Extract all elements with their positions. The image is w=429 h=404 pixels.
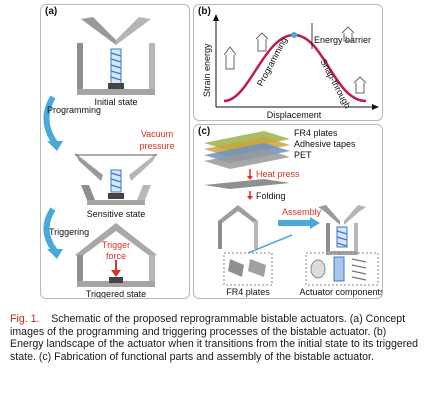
assembly-label: Assembly — [282, 207, 322, 217]
panel-a-illustration: Initial state Programming Vacuum pressur… — [43, 17, 175, 299]
pet-label: PET — [294, 150, 312, 160]
triggering-arrow — [43, 207, 58, 253]
programming-arrow — [43, 95, 58, 145]
x-axis-label: Displacement — [267, 110, 322, 120]
actuator-components-label: Actuator components — [299, 287, 383, 297]
panel-a-label: (a) — [45, 6, 58, 17]
fr4-plates-bottom-label: FR4 plates — [226, 287, 270, 297]
trigger-force-label-2: force — [106, 251, 126, 261]
triggering-label: Triggering — [49, 227, 89, 237]
panel-b-energy-plot: Energy barrier Programming Snap-through … — [202, 14, 379, 120]
energy-peak-marker — [291, 32, 297, 38]
panel-c: (c) FR4 plates Adhesive tapes PET Heat p… — [193, 124, 383, 299]
fr4-plates-top-label: FR4 plates — [294, 128, 338, 138]
figure-caption: Fig. 1. Schematic of the proposed reprog… — [10, 313, 422, 363]
triggered-state-actuator — [75, 223, 157, 287]
folded-frame — [218, 205, 258, 249]
figure-label: Fig. 1. — [10, 313, 40, 325]
trigger-force-label-1: Trigger — [102, 240, 130, 250]
initial-state-label: Initial state — [94, 97, 137, 107]
initial-state-actuator — [77, 17, 155, 95]
sensitive-state-actuator: Vacuum pressure — [75, 129, 175, 205]
figure-caption-text: Schematic of the proposed reprogrammable… — [10, 313, 419, 363]
snap-through-curve-label: Snap-through — [318, 57, 352, 110]
mini-actuator-sketches — [223, 26, 367, 94]
fr4-plates-box — [223, 252, 273, 286]
vacuum-pressure-label-2: pressure — [139, 141, 174, 151]
energy-barrier-label: Energy barrier — [314, 35, 371, 45]
triggered-state-label: Triggered state — [86, 289, 146, 299]
panel-b-label: (b) — [198, 6, 211, 17]
panel-c-label: (c) — [198, 126, 211, 137]
y-axis-label: Strain energy — [202, 43, 212, 97]
layered-sheets — [204, 131, 290, 169]
panel-b: (b) Energy barrier Programming Snap-thro… — [193, 4, 383, 121]
programming-label: Programming — [47, 105, 101, 115]
folding-label: Folding — [256, 191, 286, 201]
sensitive-state-label: Sensitive state — [87, 209, 146, 219]
heat-press-label: Heat press — [256, 169, 300, 179]
adhesive-tapes-label: Adhesive tapes — [294, 139, 356, 149]
pressed-sheet — [204, 179, 290, 189]
vacuum-pressure-label-1: Vacuum — [141, 129, 173, 139]
panel-c-fabrication: FR4 plates Adhesive tapes PET Heat press… — [204, 128, 383, 297]
panel-a: (a) Initial state Programming Vacuum pre… — [40, 4, 190, 299]
assembled-actuator — [318, 205, 366, 255]
actuator-components-box — [305, 252, 379, 286]
